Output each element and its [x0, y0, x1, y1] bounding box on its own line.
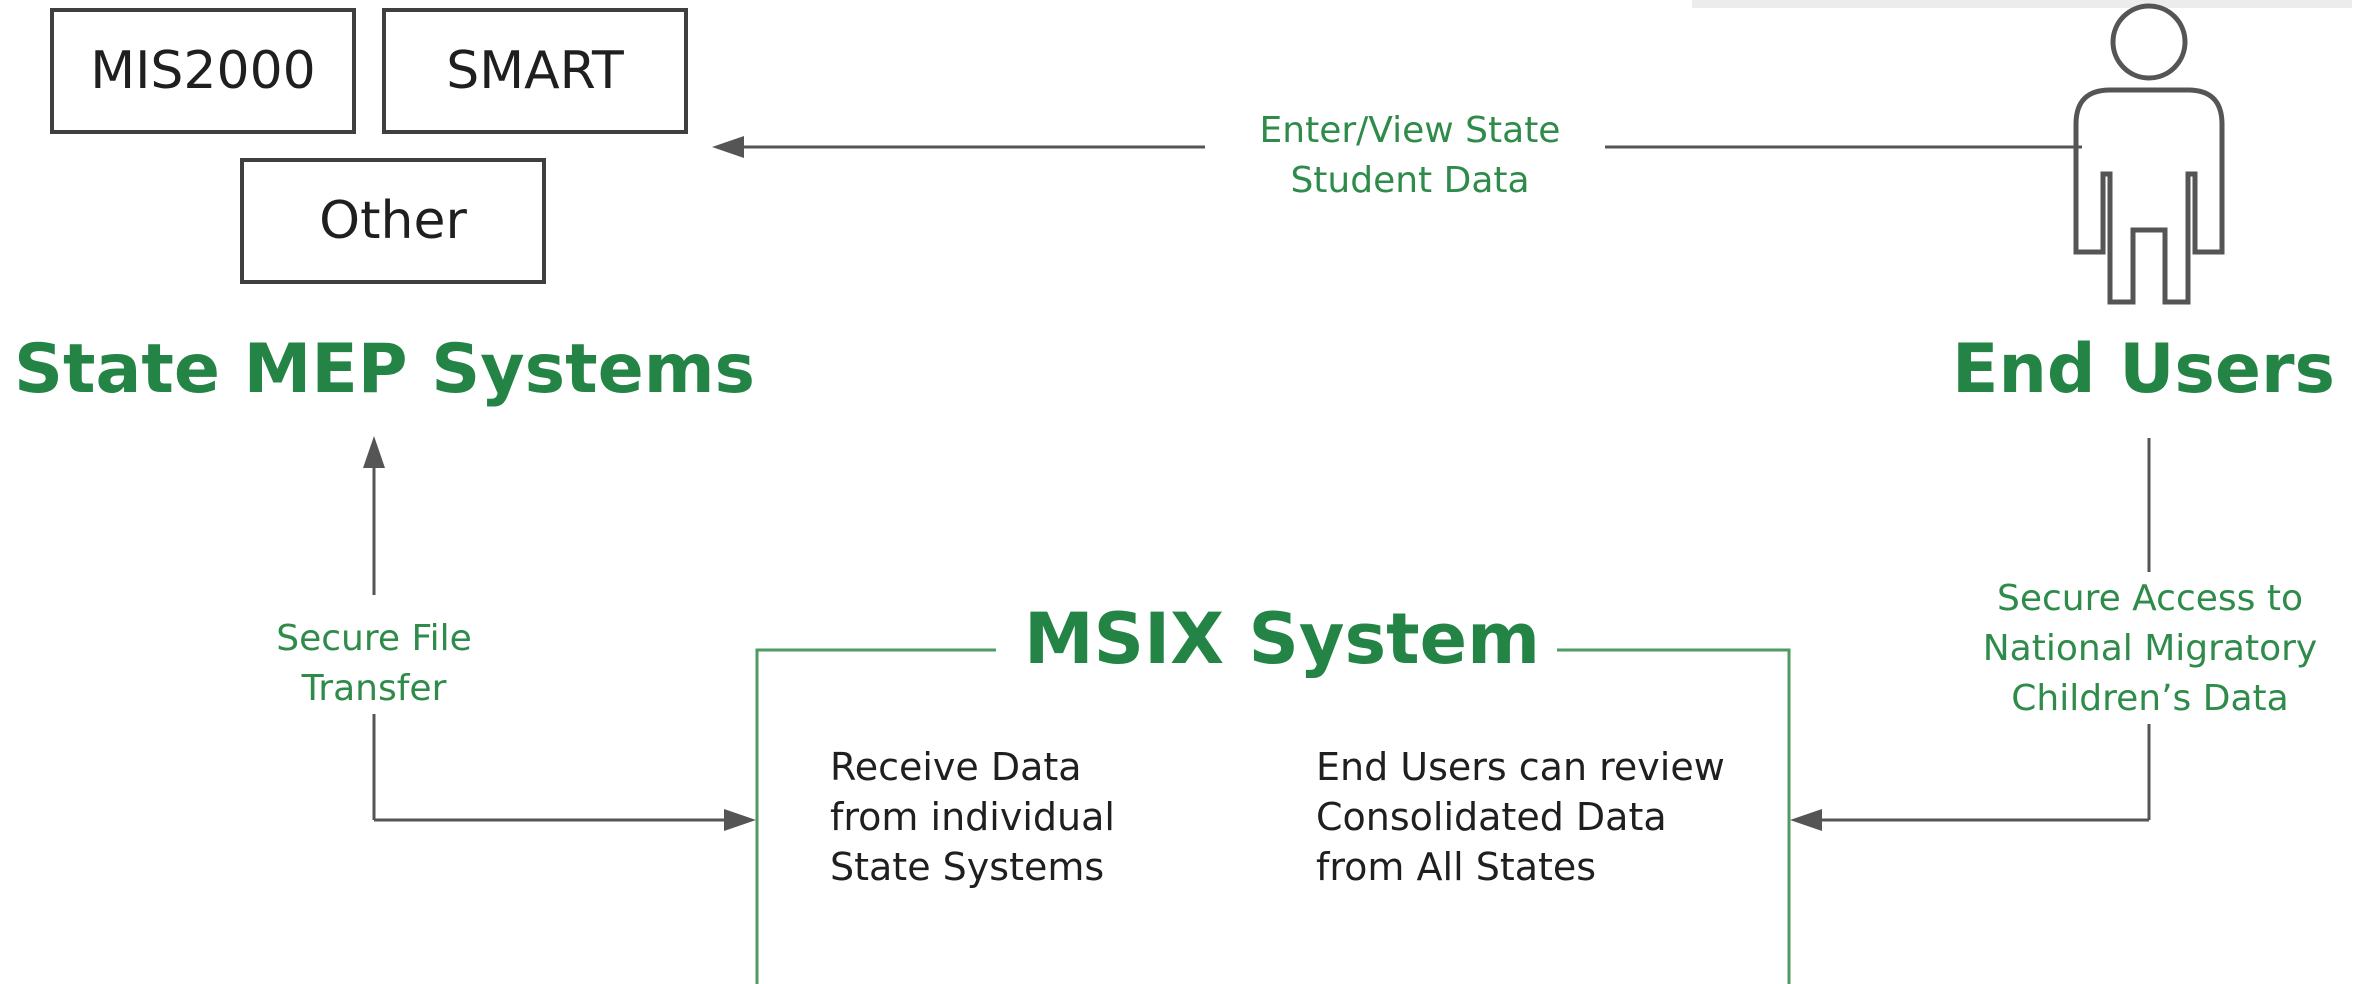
msix-receive-text: Receive Data from individual State Syste…: [830, 745, 1115, 889]
secure-access-label: Secure Access to National Migratory Chil…: [1960, 574, 2340, 724]
end-users-heading: End Users: [1952, 330, 2336, 409]
other-box: Other: [240, 158, 546, 284]
secure-access-connector: [1790, 438, 2151, 831]
secure-file-label: Secure File Transfer: [250, 614, 498, 714]
enter-view-connector: [712, 136, 2082, 158]
top-edge-bar: [1692, 0, 2352, 8]
msix-heading: MSIX System: [1024, 598, 1541, 680]
secure-file-connector: [363, 436, 756, 831]
smart-box: SMART: [382, 8, 688, 134]
smart-label: SMART: [446, 41, 624, 101]
arrowhead-left-top: [712, 136, 744, 158]
other-label: Other: [319, 191, 467, 251]
state-mep-heading: State MEP Systems: [14, 330, 756, 409]
person-icon: [2073, 3, 2225, 305]
enter-view-label: Enter/View State Student Data: [1232, 106, 1588, 206]
mis2000-label: MIS2000: [90, 41, 316, 101]
arrowhead-up: [363, 436, 385, 468]
msix-review-text: End Users can review Consolidated Data f…: [1316, 745, 1725, 889]
arrowhead-right: [724, 809, 756, 831]
msix-frame: [755, 648, 1791, 984]
arrowhead-left-bottom: [1790, 809, 1822, 831]
mis2000-box: MIS2000: [50, 8, 356, 134]
